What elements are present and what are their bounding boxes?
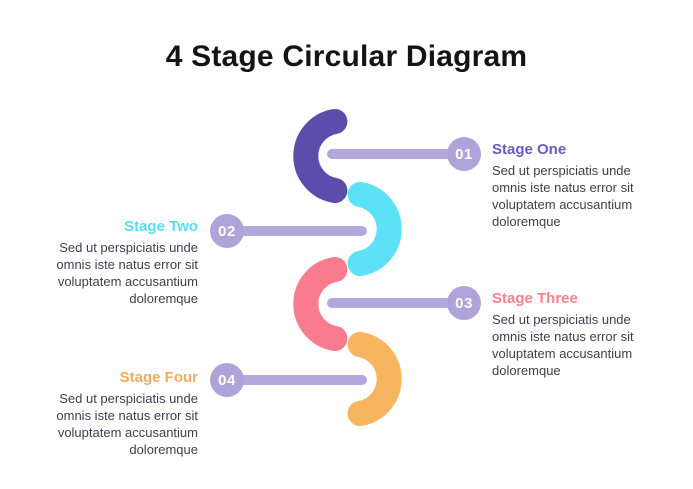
stage-4-body: Sed ut perspiciatis unde omnis iste natu… xyxy=(46,390,198,458)
body-line: doloremque xyxy=(492,363,561,378)
stage-3-body: Sed ut perspiciatis unde omnis iste natu… xyxy=(492,311,644,379)
stage-2-body: Sed ut perspiciatis unde omnis iste natu… xyxy=(46,239,198,307)
body-line: Sed ut perspiciatis unde xyxy=(59,240,198,255)
stage-2-label: Stage Two xyxy=(124,218,198,235)
stage-1-number-badge: 01 xyxy=(447,137,481,171)
stage-4-text-block: Stage Four Sed ut perspiciatis unde omni… xyxy=(46,369,198,458)
body-line: omnis iste natus error sit xyxy=(56,257,198,272)
stage-3-number: 03 xyxy=(455,294,473,312)
stage-1-body: Sed ut perspiciatis unde omnis iste natu… xyxy=(492,162,644,230)
body-line: Sed ut perspiciatis unde xyxy=(59,391,198,406)
stage-4-label: Stage Four xyxy=(119,369,198,386)
stage-3-label: Stage Three xyxy=(492,290,578,307)
stage-1-number: 01 xyxy=(455,145,473,163)
body-line: omnis iste natus error sit xyxy=(56,408,198,423)
stage-4-arc xyxy=(347,332,402,426)
stage-1-label: Stage One xyxy=(492,141,567,158)
stage-4-number: 04 xyxy=(218,371,236,389)
stage-1-text-block: Stage One Sed ut perspiciatis unde omnis… xyxy=(492,141,644,230)
body-line: Sed ut perspiciatis unde xyxy=(492,163,631,178)
stage-1-arc xyxy=(293,109,348,203)
stage-4-number-badge: 04 xyxy=(210,363,244,397)
body-line: omnis iste natus error sit xyxy=(492,180,634,195)
stage-2-arc xyxy=(347,182,402,276)
body-line: voluptatem accusantium xyxy=(57,425,198,440)
body-line: voluptatem accusantium xyxy=(492,346,633,361)
body-line: doloremque xyxy=(492,214,561,229)
stage-2-number: 02 xyxy=(218,222,236,240)
body-line: voluptatem accusantium xyxy=(492,197,633,212)
body-line: doloremque xyxy=(129,442,198,457)
stage-2-text-block: Stage Two Sed ut perspiciatis unde omnis… xyxy=(46,218,198,307)
body-line: omnis iste natus error sit xyxy=(492,329,634,344)
stage-3-arc xyxy=(293,257,348,351)
stage-3-number-badge: 03 xyxy=(447,286,481,320)
stage-3-text-block: Stage Three Sed ut perspiciatis unde omn… xyxy=(492,290,644,379)
body-line: doloremque xyxy=(129,291,198,306)
body-line: Sed ut perspiciatis unde xyxy=(492,312,631,327)
stage-2-number-badge: 02 xyxy=(210,214,244,248)
page-title: 4 Stage Circular Diagram xyxy=(165,40,528,73)
body-line: voluptatem accusantium xyxy=(57,274,198,289)
